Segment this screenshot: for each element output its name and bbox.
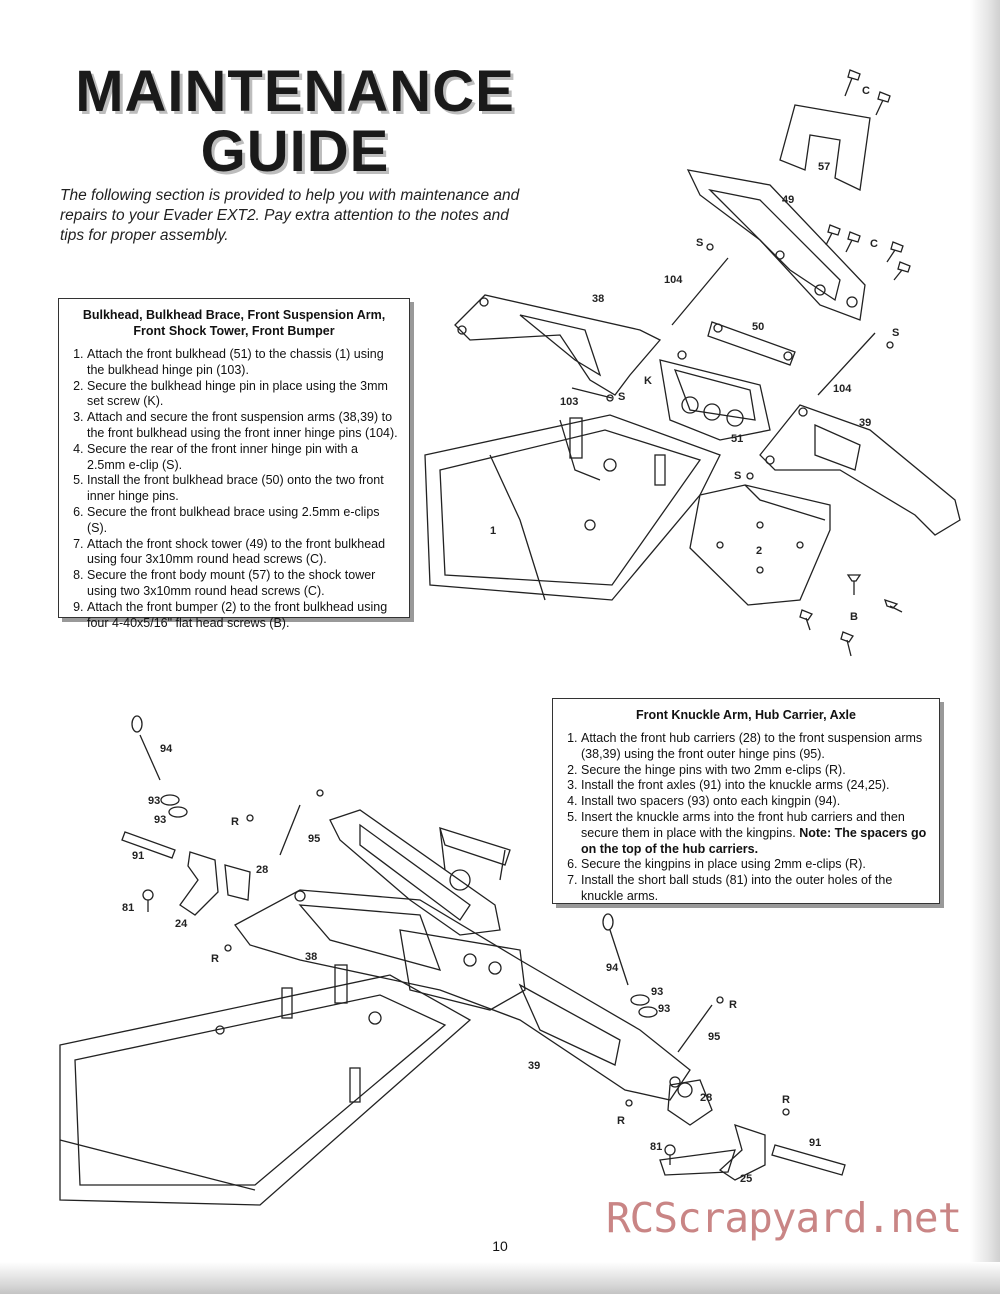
part-callout-label: 51 [731, 433, 743, 445]
box1-heading-line2: Front Shock Tower, Front Bumper [133, 324, 335, 338]
part-callout-label: R [729, 999, 737, 1011]
box2-step: Secure the hinge pins with two 2mm e-cli… [581, 763, 929, 779]
part-callout-label: 28 [700, 1092, 712, 1104]
part-callout-label: R [782, 1094, 790, 1106]
part-callout-label: R [211, 953, 219, 965]
part-callout-label: 38 [305, 951, 317, 963]
box1-heading: Bulkhead, Bulkhead Brace, Front Suspensi… [69, 307, 399, 339]
bottom-exploded-diagram [59, 715, 846, 1206]
part-callout-label: 103 [560, 396, 578, 408]
page-edge-right [970, 0, 1000, 1294]
part-callout-label: 93 [148, 795, 160, 807]
part-callout-label: 57 [818, 161, 830, 173]
page-number: 10 [492, 1238, 508, 1254]
box1-step: Attach and secure the front suspension a… [87, 410, 399, 442]
box1-step: Attach the front bumper (2) to the front… [87, 600, 399, 632]
box1-step: Attach the front bulkhead (51) to the ch… [87, 347, 399, 379]
part-callout-label: S [734, 470, 741, 482]
top-exploded-diagram [424, 69, 961, 657]
box2-step: Install two spacers (93) onto each kingp… [581, 794, 929, 810]
part-callout-label: 2 [756, 545, 762, 557]
box1-step: Install the front bulkhead brace (50) on… [87, 473, 399, 505]
box2-step: Insert the knuckle arms into the front h… [581, 810, 929, 857]
watermark: RCScrapyard.net [606, 1194, 962, 1242]
part-callout-label: 39 [859, 417, 871, 429]
part-callout-label: 50 [752, 321, 764, 333]
box2-steps: Attach the front hub carriers (28) to th… [563, 731, 929, 905]
part-callout-label: 104 [664, 274, 683, 286]
bulkhead-instructions-box: Bulkhead, Bulkhead Brace, Front Suspensi… [58, 298, 410, 630]
box1-heading-line1: Bulkhead, Bulkhead Brace, Front Suspensi… [82, 308, 386, 322]
part-callout-label: C [870, 238, 878, 250]
box2-step5-text: Insert the knuckle arms into the front h… [581, 809, 905, 840]
part-callout-label: S [892, 327, 899, 339]
box1-step: Secure the rear of the front inner hinge… [87, 442, 399, 474]
part-callout-label: R [231, 816, 239, 828]
screws-c-top [825, 69, 911, 281]
part-callout-label: 94 [606, 962, 619, 974]
part-callout-label: 81 [122, 902, 134, 914]
part-callout-label: K [644, 375, 652, 387]
page-edge-bottom [0, 1262, 1000, 1294]
box2-heading: Front Knuckle Arm, Hub Carrier, Axle [636, 708, 856, 722]
box1-step: Secure the bulkhead hinge pin in place u… [87, 379, 399, 411]
box2-step: Install the short ball studs (81) into t… [581, 873, 929, 905]
part-callout-label: 1 [490, 525, 496, 537]
part-callout-label: R [617, 1115, 625, 1127]
title-line-1: MAINTENANCE [75, 59, 515, 124]
box1-step: Secure the front bulkhead brace using 2.… [87, 505, 399, 537]
part-callout-label: 93 [658, 1003, 670, 1015]
box2-step: Secure the kingpins in place using 2mm e… [581, 857, 929, 873]
part-callout-label: 24 [175, 918, 188, 930]
intro-paragraph: The following section is provided to hel… [60, 187, 520, 244]
box1-steps: Attach the front bulkhead (51) to the ch… [69, 347, 399, 631]
part-callout-label: S [696, 237, 703, 249]
part-callout-label: 91 [132, 850, 144, 862]
part-callout-label: 95 [708, 1031, 720, 1043]
part-callout-label: 39 [528, 1060, 540, 1072]
knuckle-instructions-box: Front Knuckle Arm, Hub Carrier, Axle Att… [552, 698, 940, 904]
title-line-2: GUIDE [200, 119, 390, 184]
part-callout-label: 95 [308, 833, 320, 845]
box2-step5-note: Note: The spacers go on the top of the h… [581, 825, 927, 856]
part-callout-label: S [618, 391, 625, 403]
box1-step: Attach the front shock tower (49) to the… [87, 537, 399, 569]
part-callout-label: C [862, 85, 870, 97]
part-callout-label: 91 [809, 1137, 821, 1149]
part-callout-label: 93 [154, 814, 166, 826]
part-callout-label: 104 [833, 383, 852, 395]
screws-b-top [799, 574, 903, 657]
part-callout-label: 25 [740, 1173, 752, 1185]
part-callout-label: 28 [256, 864, 268, 876]
part-callout-label: 94 [160, 743, 173, 755]
box2-step: Attach the front hub carriers (28) to th… [581, 731, 929, 763]
part-callout-label: 93 [651, 986, 663, 998]
part-callout-label: 49 [782, 194, 794, 206]
part-callout-label: B [850, 611, 858, 623]
page-title: MAINTENANCE GUIDE [60, 62, 530, 182]
part-callout-label: 81 [650, 1141, 662, 1153]
part-callout-label: 38 [592, 293, 604, 305]
box1-step: Secure the front body mount (57) to the … [87, 568, 399, 600]
box2-step: Install the front axles (91) into the kn… [581, 778, 929, 794]
